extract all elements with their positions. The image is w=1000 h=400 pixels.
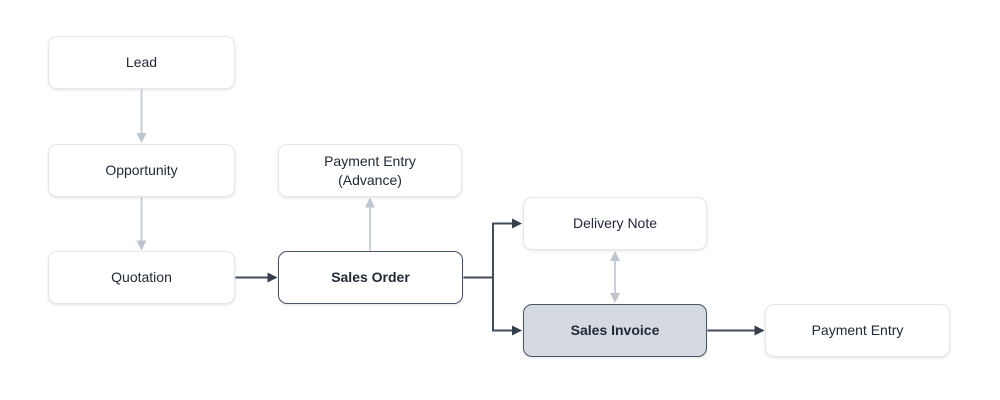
node-payment-entry-advance: Payment Entry (Advance) [278,144,462,197]
node-sales-order: Sales Order [278,251,463,304]
node-payment-entry-label: Payment Entry [811,322,904,339]
node-quotation: Quotation [48,251,235,304]
node-sales-order-label: Sales Order [331,269,410,286]
node-delivery-note-label: Delivery Note [572,215,658,232]
node-payment-entry-advance-line2: (Advance) [338,171,402,188]
node-quotation-label: Quotation [111,269,172,286]
node-opportunity-label: Opportunity [105,162,178,179]
arrow-salesorder-deliverynote [463,218,522,279]
node-sales-invoice: Sales Invoice [523,304,707,357]
node-payment-entry: Payment Entry [765,304,950,357]
node-sales-invoice-label: Sales Invoice [570,322,660,339]
node-lead-label: Lead [125,54,158,71]
node-lead: Lead [48,36,235,89]
node-opportunity: Opportunity [48,144,235,197]
node-delivery-note: Delivery Note [523,197,707,250]
node-payment-entry-advance-line1: Payment Entry [324,153,416,170]
arrow-salesorder-salesinvoice [492,276,522,336]
